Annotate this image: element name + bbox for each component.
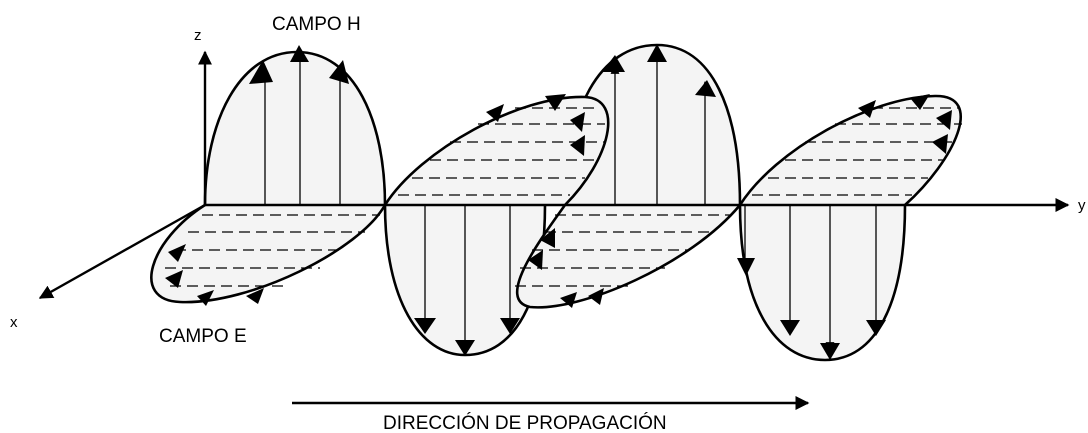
e-loop-2 <box>383 94 610 206</box>
e-loop-3 <box>515 204 741 309</box>
e-field-label: CAMPO E <box>159 326 247 347</box>
z-axis-label: z <box>194 27 202 44</box>
y-axis-label: y <box>1078 197 1086 214</box>
h-lobe-4 <box>737 204 907 362</box>
x-axis-label: x <box>10 314 18 331</box>
e-loop-4 <box>738 94 962 206</box>
h-lobe-3 <box>563 43 742 206</box>
e-loop-1 <box>150 203 387 306</box>
axes <box>38 50 1070 300</box>
propagation-label: DIRECCIÓN DE PROPAGACIÓN <box>383 412 667 433</box>
x-axis <box>38 203 206 300</box>
h-field-lobes <box>203 43 907 362</box>
h-lobe-1 <box>203 45 387 206</box>
h-field-label: CAMPO H <box>272 14 361 35</box>
e-field-loops <box>150 94 962 309</box>
h-lobe-2 <box>383 204 547 357</box>
